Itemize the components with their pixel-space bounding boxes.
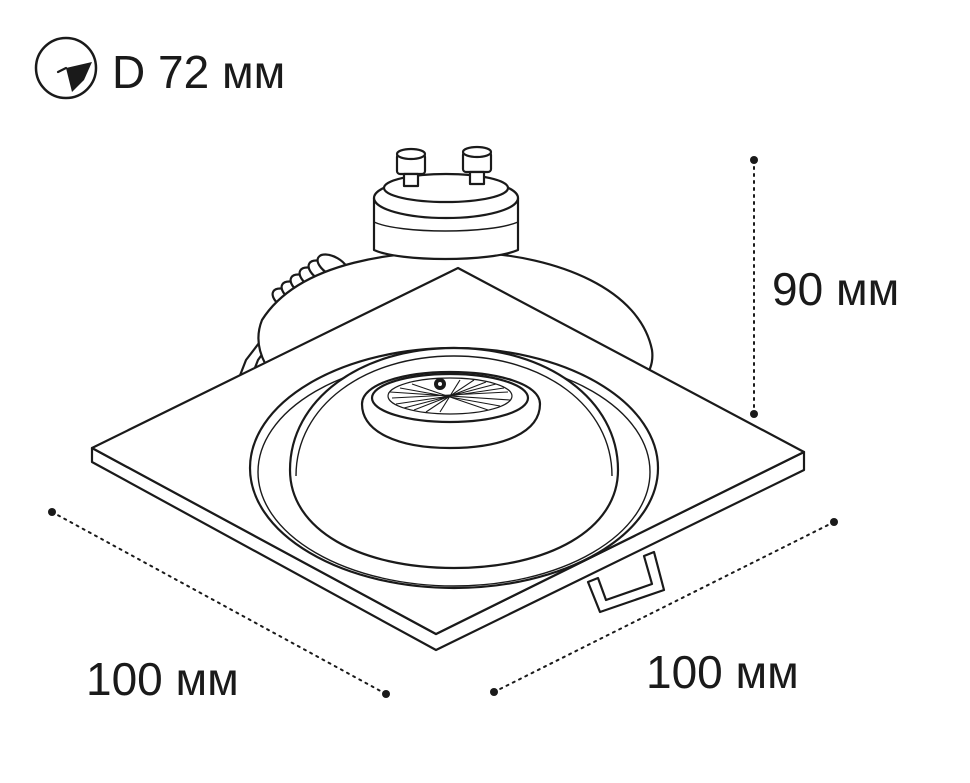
socket-pin-left <box>395 147 427 188</box>
height-dimension <box>750 156 758 418</box>
spring-clip-right <box>586 550 666 614</box>
width-dimension-right <box>490 518 838 696</box>
width-label-left: 100 мм <box>86 653 239 705</box>
cutout-icon <box>34 36 98 100</box>
cutout-diameter-label: D 72 мм <box>112 46 285 98</box>
socket-pin-right <box>461 145 493 186</box>
height-label: 90 мм <box>772 263 899 315</box>
lamp-reflector <box>360 370 542 450</box>
width-label-right: 100 мм <box>646 646 799 698</box>
lamp-socket <box>372 145 520 261</box>
width-dimension-left <box>48 508 390 698</box>
